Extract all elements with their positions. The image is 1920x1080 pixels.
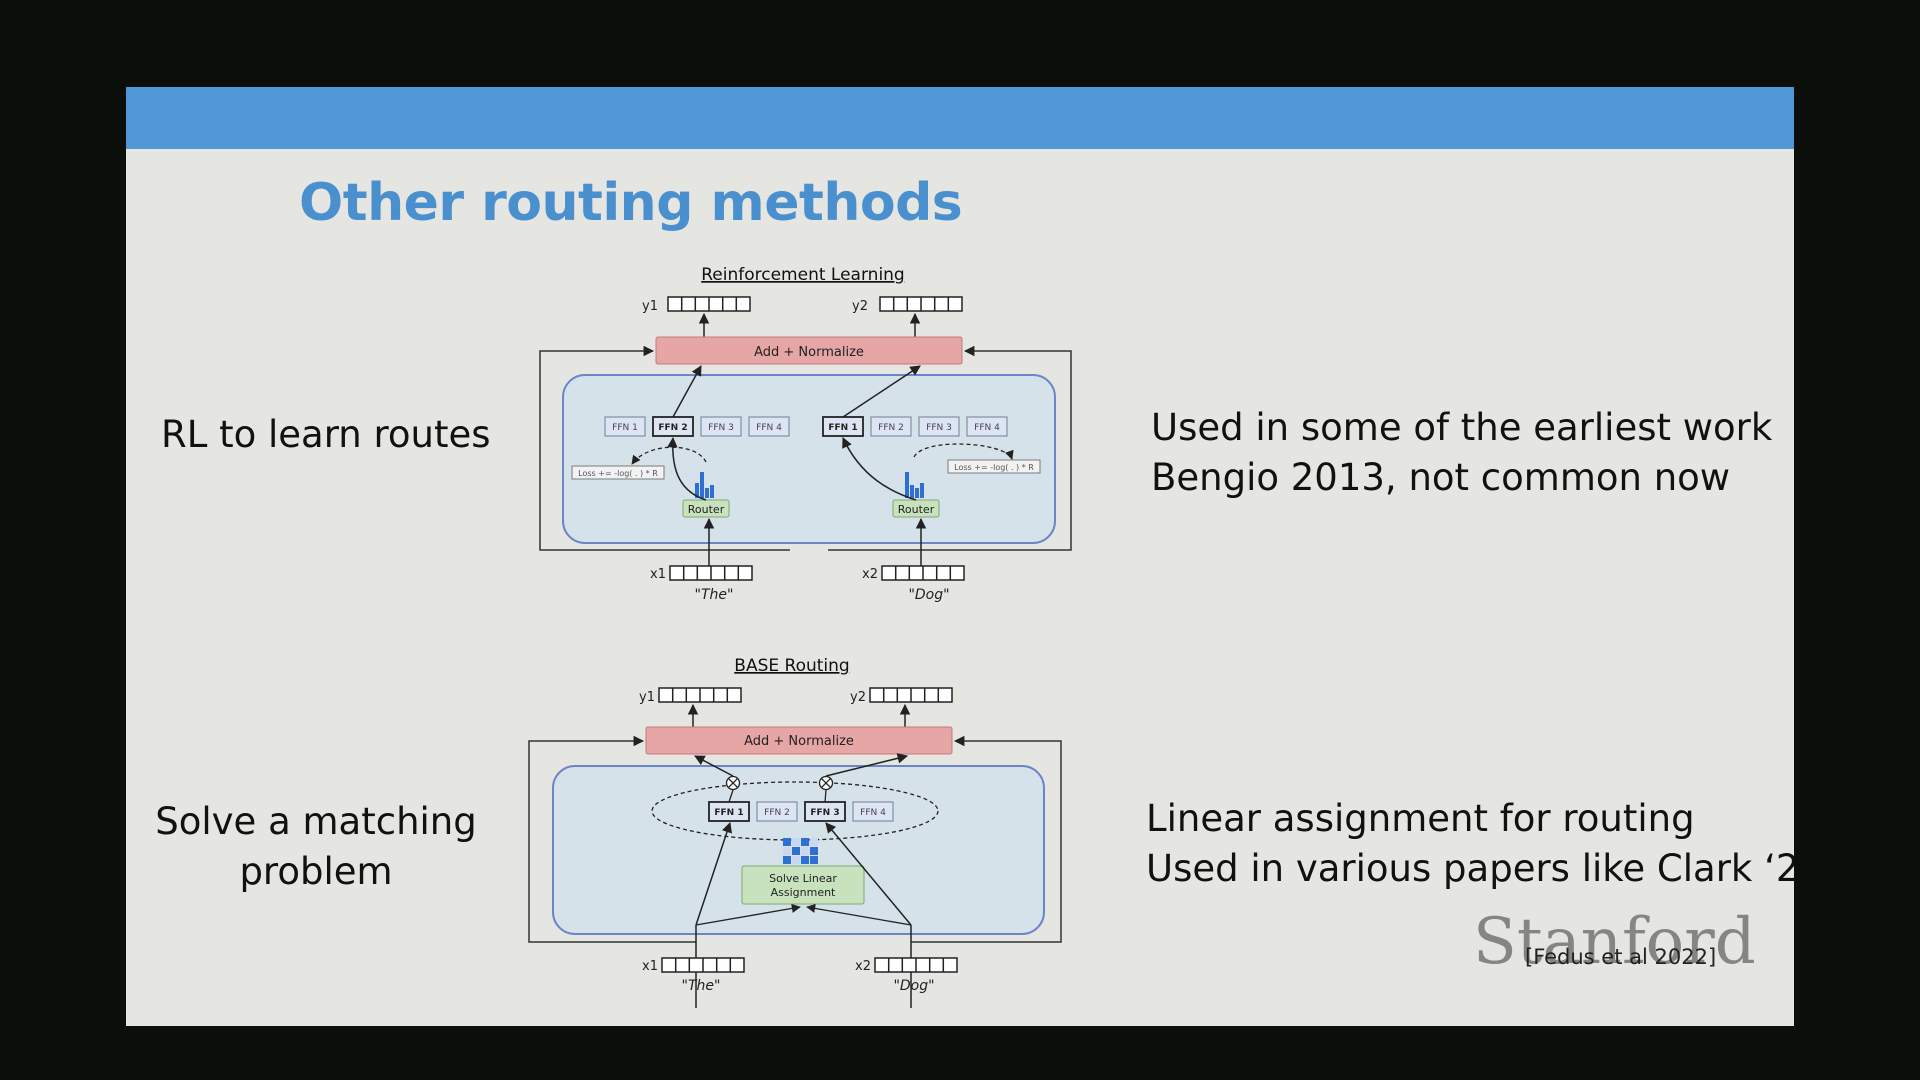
base-solver-line2: Assignment [771, 886, 836, 899]
matching-label-line1: Solve a matching [155, 800, 477, 843]
base-combine-right [818, 775, 834, 791]
slide-title: Other routing methods [299, 173, 963, 233]
base-diagram-heading: BASE Routing [734, 656, 849, 676]
base-word-the: "The" [682, 978, 721, 994]
base-arrow-combine-right [825, 753, 909, 777]
base-residual-left [528, 735, 696, 943]
rl-residual-right [828, 345, 1072, 551]
citation: [Fedus et al 2022] [1525, 945, 1717, 969]
base-route-token1 [695, 822, 732, 926]
rl-route-right [842, 437, 917, 501]
base-add-normalize-label: Add + Normalize [744, 734, 854, 749]
rl-y1-vector [667, 296, 751, 312]
base-solver-line1: Solve Linear [769, 872, 837, 885]
base-y2-label: y2 [850, 690, 866, 705]
base-y1-label: y1 [639, 690, 655, 705]
base-add-normalize [645, 726, 953, 755]
rl-x1-label: x1 [650, 567, 666, 582]
slide: Other routing methods RL to learn routes… [126, 87, 1794, 1026]
rl-arrow-ffn2-to-add [672, 365, 702, 418]
base-arrow-combine-left [694, 755, 734, 777]
base-y2-vector [869, 687, 953, 703]
rl-reward-dashed-right [913, 443, 1014, 460]
rl-ffn-right-1: FFN 1 [828, 423, 857, 433]
rl-loss-box-left [571, 465, 665, 480]
base-note-line1: Linear assignment for routing [1146, 797, 1695, 840]
rl-add-normalize [655, 336, 963, 365]
rl-ffn-row-right: FFN 1 FFN 2 FFN 3 FFN 4 [822, 416, 1008, 437]
base-ffn-2: FFN 2 [764, 808, 790, 818]
rl-word-the: "The" [695, 587, 734, 603]
base-ffn-3: FFN 3 [810, 808, 839, 818]
rl-diagram: Reinforcement Learning y1 y2 Add + Norma… [539, 265, 1072, 603]
rl-ffn-left-3: FFN 3 [708, 423, 734, 433]
rl-router-left-label: Router [688, 503, 725, 516]
rl-y1-label: y1 [642, 299, 658, 314]
base-note: Linear assignment for routing Used in va… [1146, 794, 1794, 894]
base-word-dog: "Dog" [893, 978, 934, 994]
base-link-ffn1-combine [728, 789, 734, 803]
base-note-line2: Used in various papers like Clark ‘22 [1146, 847, 1794, 890]
rl-y2-label: y2 [852, 299, 868, 314]
rl-diagram-heading: Reinforcement Learning [701, 265, 904, 285]
base-ffn-1: FFN 1 [714, 808, 743, 818]
rl-loss-box-right [947, 459, 1041, 474]
base-x1-label: x1 [642, 959, 658, 974]
rl-add-normalize-label: Add + Normalize [754, 345, 864, 360]
rl-ffn-right-3: FFN 3 [926, 423, 952, 433]
rl-router-histogram-right [905, 472, 924, 498]
base-route-token2 [825, 822, 912, 926]
base-ffn-row: FFN 1 FFN 2 FFN 3 FFN 4 [708, 801, 894, 822]
rl-ffn-right-2: FFN 2 [878, 423, 904, 433]
matching-label-line2: problem [239, 850, 393, 893]
rl-x2-label: x2 [862, 567, 878, 582]
rl-ffn-left-2: FFN 2 [658, 423, 687, 433]
rl-loss-right: Loss += -log( . ) * R [954, 463, 1034, 472]
rl-note: Used in some of the earliest work Bengio… [1151, 403, 1772, 503]
base-token2-to-solver [806, 903, 912, 926]
rl-x2-vector [881, 565, 965, 581]
rl-router-histogram-left [695, 472, 714, 498]
matching-label: Solve a matching problem [146, 797, 486, 897]
base-diagram: BASE Routing y1 y2 Add + Normalize [528, 656, 1062, 1008]
routing-diagrams: Reinforcement Learning y1 y2 Add + Norma… [528, 265, 1072, 1008]
base-ffn-4: FFN 4 [860, 808, 886, 818]
rl-ffn-row-left: FFN 1 FFN 2 FFN 3 FFN 4 [604, 416, 790, 437]
base-x2-label: x2 [855, 959, 871, 974]
rl-loss-left: Loss += -log( . ) * R [578, 469, 658, 478]
base-x2-vector [874, 957, 958, 973]
slide-top-bar [126, 87, 1794, 149]
rl-residual-left [539, 345, 790, 551]
rl-expert-block [562, 374, 1056, 544]
rl-word-dog: "Dog" [908, 587, 949, 603]
rl-arrow-ffn1-to-add [842, 365, 921, 418]
rl-note-line1: Used in some of the earliest work [1151, 406, 1773, 449]
base-solver-box [741, 865, 865, 905]
rl-route-left [667, 436, 707, 501]
rl-x1-vector [669, 565, 753, 581]
base-assignment-matrix [783, 838, 818, 864]
rl-ffn-left-1: FFN 1 [612, 423, 638, 433]
rl-label: RL to learn routes [161, 413, 491, 456]
base-x1-vector [661, 957, 745, 973]
rl-ffn-right-4: FFN 4 [974, 423, 1000, 433]
base-combine-left [725, 775, 741, 791]
rl-ffn-left-4: FFN 4 [756, 423, 782, 433]
base-link-ffn3-combine [824, 789, 827, 803]
base-token1-to-solver [695, 903, 801, 926]
base-y1-vector [658, 687, 742, 703]
stanford-watermark: Stanford [1473, 905, 1756, 979]
base-residual-right [911, 735, 1062, 943]
rl-router-right-label: Router [898, 503, 935, 516]
rl-y2-vector [879, 296, 963, 312]
rl-note-line2: Bengio 2013, not common now [1151, 456, 1731, 499]
